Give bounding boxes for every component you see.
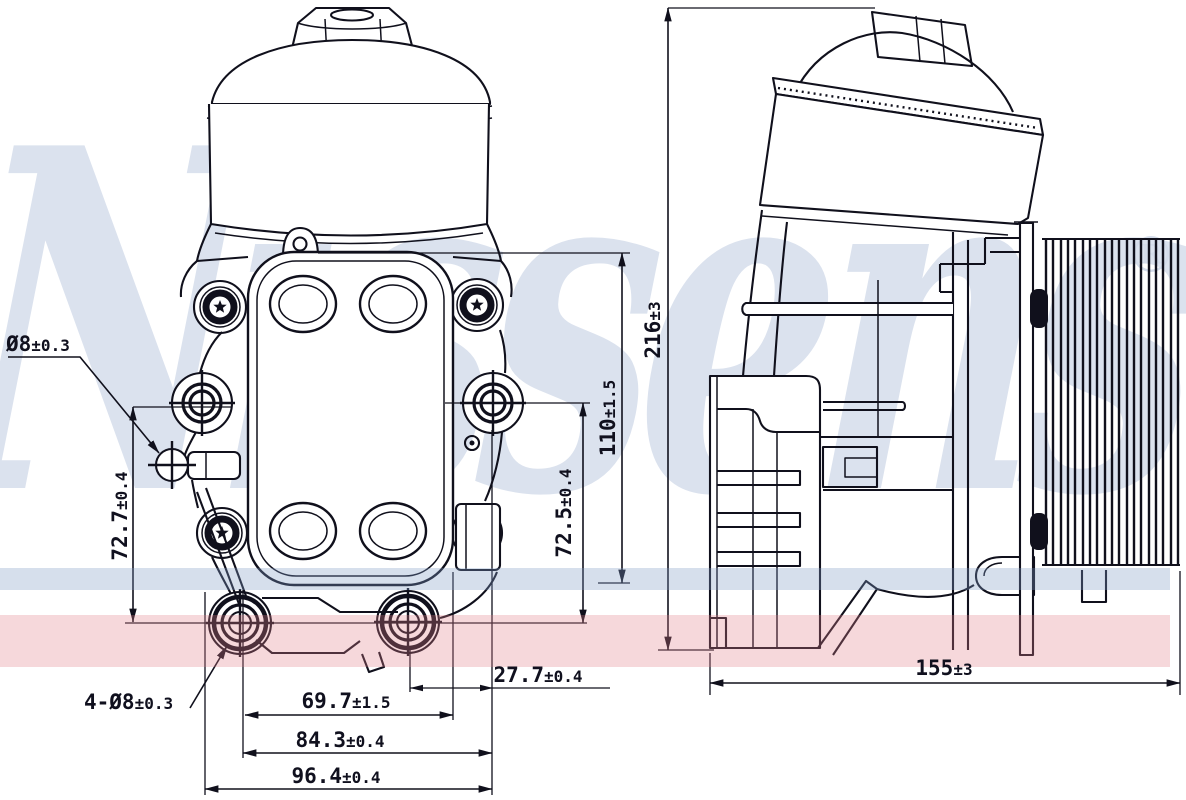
dimension-label-155: 155±3	[879, 656, 1009, 680]
dimension-label-216: 216±3	[641, 265, 665, 395]
dim-value: 27.7	[493, 663, 545, 687]
front-view	[148, 6, 528, 674]
dimension-label-69-7: 69.7±1.5	[281, 689, 411, 713]
dim-value: 216	[641, 320, 665, 359]
dim-tolerance: ±1.5	[352, 693, 391, 712]
dim-tolerance: ±0.4	[342, 768, 381, 787]
dim-tolerance: ±3	[953, 660, 973, 679]
side-view	[708, 10, 1180, 657]
dim-value: 72.5	[552, 506, 576, 558]
dim-value: 84.3	[295, 728, 347, 752]
dimension-label-72-5: 72.5±0.4	[552, 448, 576, 578]
dimension-label-4-dia8: 4-Ø8±0.3	[84, 690, 173, 714]
dim-value: 69.7	[301, 689, 353, 713]
dimension-label-96-4: 96.4±0.4	[271, 764, 401, 788]
dim-tolerance: ±0.3	[134, 694, 174, 713]
dim-tolerance: ±0.4	[346, 732, 385, 751]
dim-tolerance: ±1.5	[600, 379, 619, 419]
dim-value: Ø8	[6, 332, 32, 356]
dimension-lines	[8, 7, 1181, 795]
dim-tolerance: ±0.4	[556, 468, 575, 507]
dimension-label-72-7: 72.7±0.4	[108, 451, 132, 581]
dim-value: 72.7	[108, 509, 132, 561]
dim-value: 155	[915, 656, 954, 680]
dim-tolerance: ±0.4	[112, 471, 131, 510]
dim-value: 4-Ø8	[84, 690, 135, 714]
dim-tolerance: ±0.4	[544, 667, 583, 686]
dim-value: 110	[596, 418, 620, 457]
dim-tolerance: ±0.3	[31, 336, 70, 355]
dim-value: 96.4	[291, 764, 343, 788]
dimension-label-dia8: Ø8±0.3	[6, 332, 70, 356]
dimension-label-84-3: 84.3±0.4	[275, 728, 405, 752]
dim-tolerance: ±3	[645, 301, 664, 321]
dimension-label-110: 110±1.5	[596, 353, 620, 483]
dimension-label-27-7: 27.7±0.4	[473, 663, 603, 687]
